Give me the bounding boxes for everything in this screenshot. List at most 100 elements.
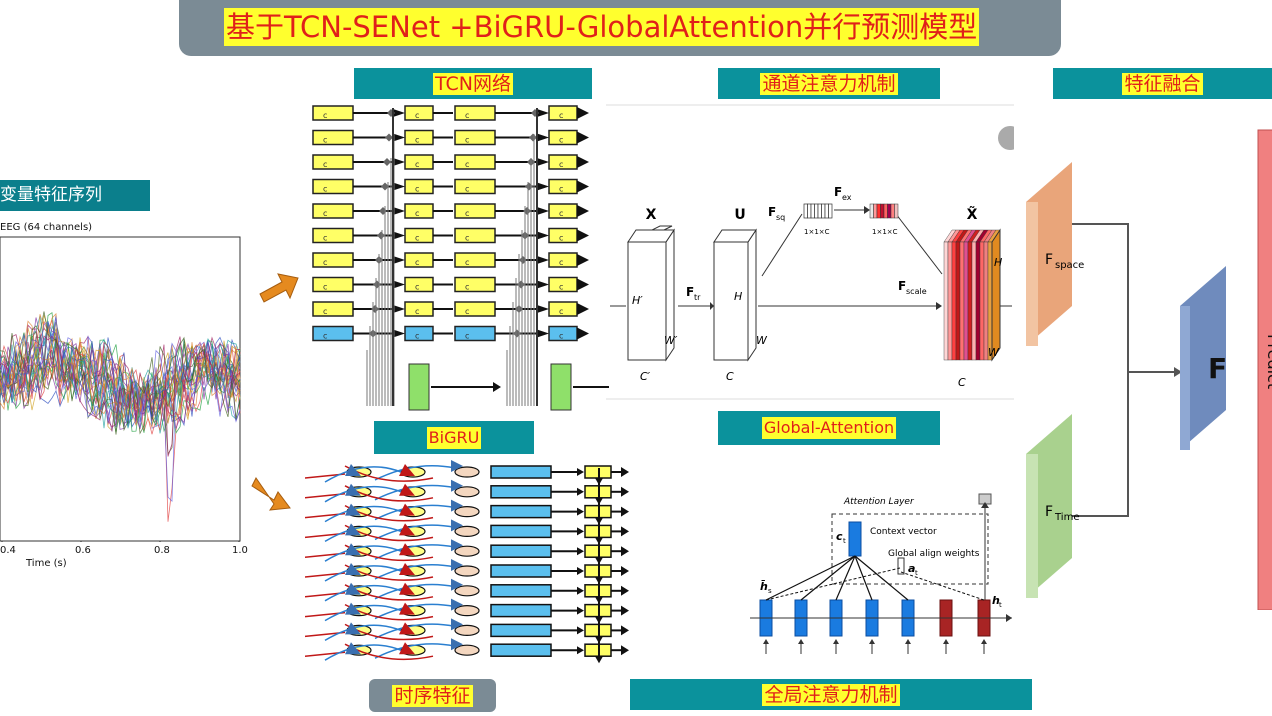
senet-ftr-sub: tr — [694, 293, 701, 302]
section-channel-attention: 通道注意力机制 — [718, 68, 940, 99]
eeg-trace — [0, 317, 241, 432]
senet-sq-size: 1×1×C — [804, 228, 830, 236]
gru-output-bar — [490, 643, 552, 657]
tcn-cell — [454, 227, 496, 244]
svg-text:c: c — [323, 332, 327, 341]
align-weights-label: Global align weights — [888, 549, 980, 559]
senet-wprime: W′ — [664, 334, 678, 347]
eeg-plot — [0, 236, 241, 542]
eeg-tick-2: 0.8 — [154, 545, 170, 556]
senet-logo-icon — [998, 126, 1014, 150]
ht-label: h — [992, 594, 1000, 607]
svg-text:c: c — [465, 185, 469, 194]
svg-text:c: c — [415, 136, 419, 145]
senet-fscale-sub: scale — [906, 287, 927, 296]
section-feature-fusion: 特征融合 — [1053, 68, 1272, 99]
gru-cell — [454, 525, 480, 538]
svg-text:c: c — [323, 209, 327, 218]
svg-text:c: c — [323, 307, 327, 316]
svg-text:c: c — [323, 111, 327, 120]
svg-text:c: c — [465, 136, 469, 145]
gru-cell — [454, 605, 480, 617]
senet-cprime: C′ — [640, 370, 651, 383]
section-tcn-label: TCN网络 — [433, 72, 513, 95]
tcn-cell — [454, 203, 496, 219]
eeg-chart-title: EEG (64 channels) — [0, 222, 93, 233]
f-time-sub: Time — [1054, 512, 1079, 523]
senet-x-label: X — [646, 207, 657, 223]
eeg-trace — [0, 315, 241, 432]
tcn-cell — [312, 276, 354, 293]
section-tcn: TCN网络 — [354, 68, 592, 99]
attention-layer-title: Attention Layer — [843, 497, 915, 507]
page-title: 基于TCN-SENet +BiGRU-GlobalAttention并行预测模型 — [224, 8, 980, 46]
svg-text:c: c — [465, 209, 469, 218]
tcn-cell — [312, 227, 354, 244]
input-feature-label: 变量特征序列 — [0, 180, 150, 211]
tcn-cell — [454, 252, 496, 268]
svg-text:c: c — [465, 160, 469, 169]
eeg-tick-1: 0.6 — [75, 545, 91, 556]
eeg-trace — [0, 336, 241, 428]
f-space-label: F — [1045, 252, 1053, 268]
gru-cell — [454, 624, 480, 636]
svg-text:c: c — [415, 258, 419, 267]
gru-cell — [454, 505, 480, 518]
ht-sub: t — [999, 601, 1002, 609]
ct-sub: t — [843, 537, 846, 545]
at-sub: t — [915, 569, 918, 577]
senet-hprime: H′ — [632, 294, 643, 307]
section-global-attention-label: Global-Attention — [761, 417, 897, 439]
tcn-cell — [312, 252, 354, 268]
gru-cell — [454, 585, 480, 597]
context-vector-label: Context vector — [870, 527, 937, 537]
gru-cell — [454, 545, 480, 557]
predict-block — [1257, 129, 1272, 610]
svg-text:c: c — [323, 283, 327, 292]
senet-xt-h: H — [994, 256, 1002, 269]
section-channel-attention-label: 通道注意力机制 — [760, 72, 898, 95]
tcn-cell — [312, 129, 354, 146]
tcn-output-block — [550, 363, 572, 411]
svg-text:c: c — [465, 332, 469, 341]
svg-text:c: c — [323, 136, 327, 145]
tcn-cell — [454, 129, 496, 146]
tcn-output-block — [408, 363, 430, 411]
senet-ex-size: 1×1×C — [872, 228, 898, 236]
context-vector-block — [848, 521, 862, 557]
svg-text:c: c — [559, 111, 563, 120]
f-space-sub: space — [1055, 260, 1084, 271]
senet-c: C — [726, 370, 734, 383]
tcn-cell — [312, 301, 354, 317]
gru-output-bar — [490, 524, 552, 539]
svg-text:c: c — [465, 234, 469, 243]
tcn-cell — [454, 105, 496, 121]
svg-text:c: c — [323, 185, 327, 194]
senet-xtilde-label: X̃ — [967, 206, 978, 223]
tcn-cell — [312, 325, 354, 342]
svg-text:c: c — [465, 307, 469, 316]
senet-fsq-sub: sq — [776, 213, 785, 222]
gru-output-bar — [490, 465, 552, 479]
gru-output-bar — [490, 623, 552, 638]
gru-output-bar — [490, 584, 552, 598]
svg-text:c: c — [559, 283, 563, 292]
svg-text:c: c — [415, 185, 419, 194]
gru-cell — [454, 486, 480, 498]
svg-text:c: c — [465, 258, 469, 267]
f-out-label: F — [1208, 352, 1227, 385]
svg-text:c: c — [559, 307, 563, 316]
hs-sub: s — [768, 587, 772, 595]
section-feature-fusion-label: 特征融合 — [1122, 72, 1203, 95]
eeg-trace — [0, 317, 241, 424]
fusion-diagram: F space F Time F Predict — [1026, 129, 1272, 610]
senet-fscale-label: F — [898, 279, 906, 293]
gru-output-bar — [490, 564, 552, 578]
gru-output-bar — [490, 504, 552, 519]
svg-text:c: c — [465, 111, 469, 120]
section-bigru: BiGRU — [374, 421, 534, 454]
eeg-trace — [0, 324, 241, 457]
bigru-diagram — [305, 460, 629, 664]
hs-label: h̄ — [760, 580, 768, 593]
